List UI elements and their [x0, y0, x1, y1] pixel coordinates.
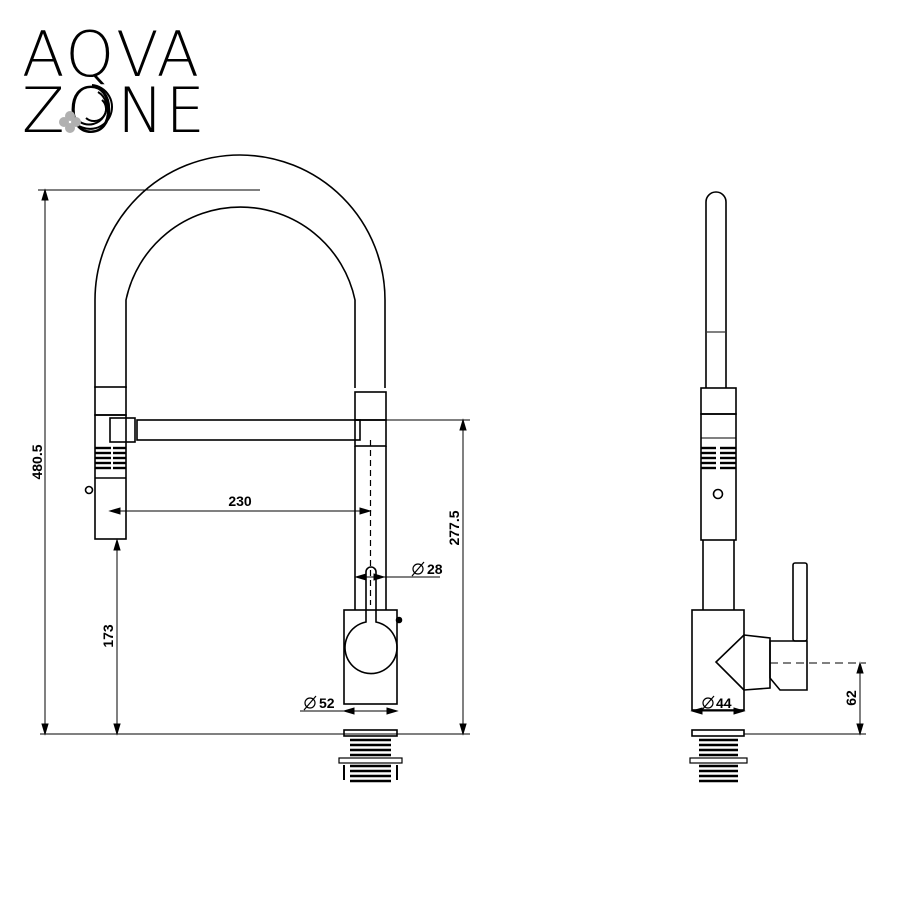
- dim-handle-diameter: 28: [427, 561, 443, 577]
- front-dimensions: [38, 188, 470, 736]
- dim-overall-height: 480.5: [29, 444, 45, 479]
- support-arm: [136, 419, 361, 441]
- diameter-symbol-icon: [701, 695, 715, 711]
- spray-head: [94, 414, 127, 540]
- dim-body-diameter: 44: [716, 695, 732, 711]
- base-plate: [343, 729, 398, 737]
- hose-outer: [94, 154, 386, 388]
- head-button: [84, 485, 94, 495]
- side-hose: [705, 191, 727, 388]
- left-collar: [94, 386, 127, 416]
- side-head: [700, 413, 737, 541]
- right-collar: [354, 391, 387, 421]
- head-grip-ribs: [95, 446, 126, 470]
- dim-spout-height: 277.5: [446, 510, 462, 545]
- dim-reach: 230: [228, 493, 252, 509]
- side-collar: [700, 387, 737, 415]
- diameter-symbol-icon: [303, 695, 317, 711]
- side-view: [689, 191, 808, 783]
- side-cartridge: [714, 634, 745, 691]
- side-dimensions: [690, 661, 866, 736]
- head-clip: [109, 417, 136, 443]
- side-mounting-thread: [699, 738, 738, 783]
- side-handle-base: [769, 640, 808, 691]
- brand-logo: AQVA ZONE: [22, 18, 207, 147]
- diameter-symbol-icon: [411, 561, 425, 577]
- side-grip-ribs: [701, 446, 736, 470]
- side-handle-lever: [792, 562, 808, 642]
- dim-handle-height: 62: [843, 690, 859, 706]
- side-mixer-body: [691, 609, 745, 711]
- brand-line-2: ZONE: [22, 74, 207, 147]
- brand-line-1: AQVA: [22, 18, 201, 91]
- mounting-thread: [350, 738, 391, 783]
- side-head-button: [712, 488, 724, 500]
- dim-head-height: 173: [100, 624, 116, 648]
- hose-inner: [125, 206, 356, 388]
- dim-base-diameter: 52: [319, 695, 335, 711]
- side-cartridge-cap: [743, 634, 771, 691]
- flower-icon: [59, 111, 81, 133]
- handle-lever: [344, 566, 398, 675]
- front-view: [84, 154, 403, 783]
- lock-nut: [338, 757, 403, 764]
- water-drop-logo-icon: [73, 84, 113, 130]
- side-base-plate: [691, 729, 745, 737]
- mixer-body: [343, 609, 398, 705]
